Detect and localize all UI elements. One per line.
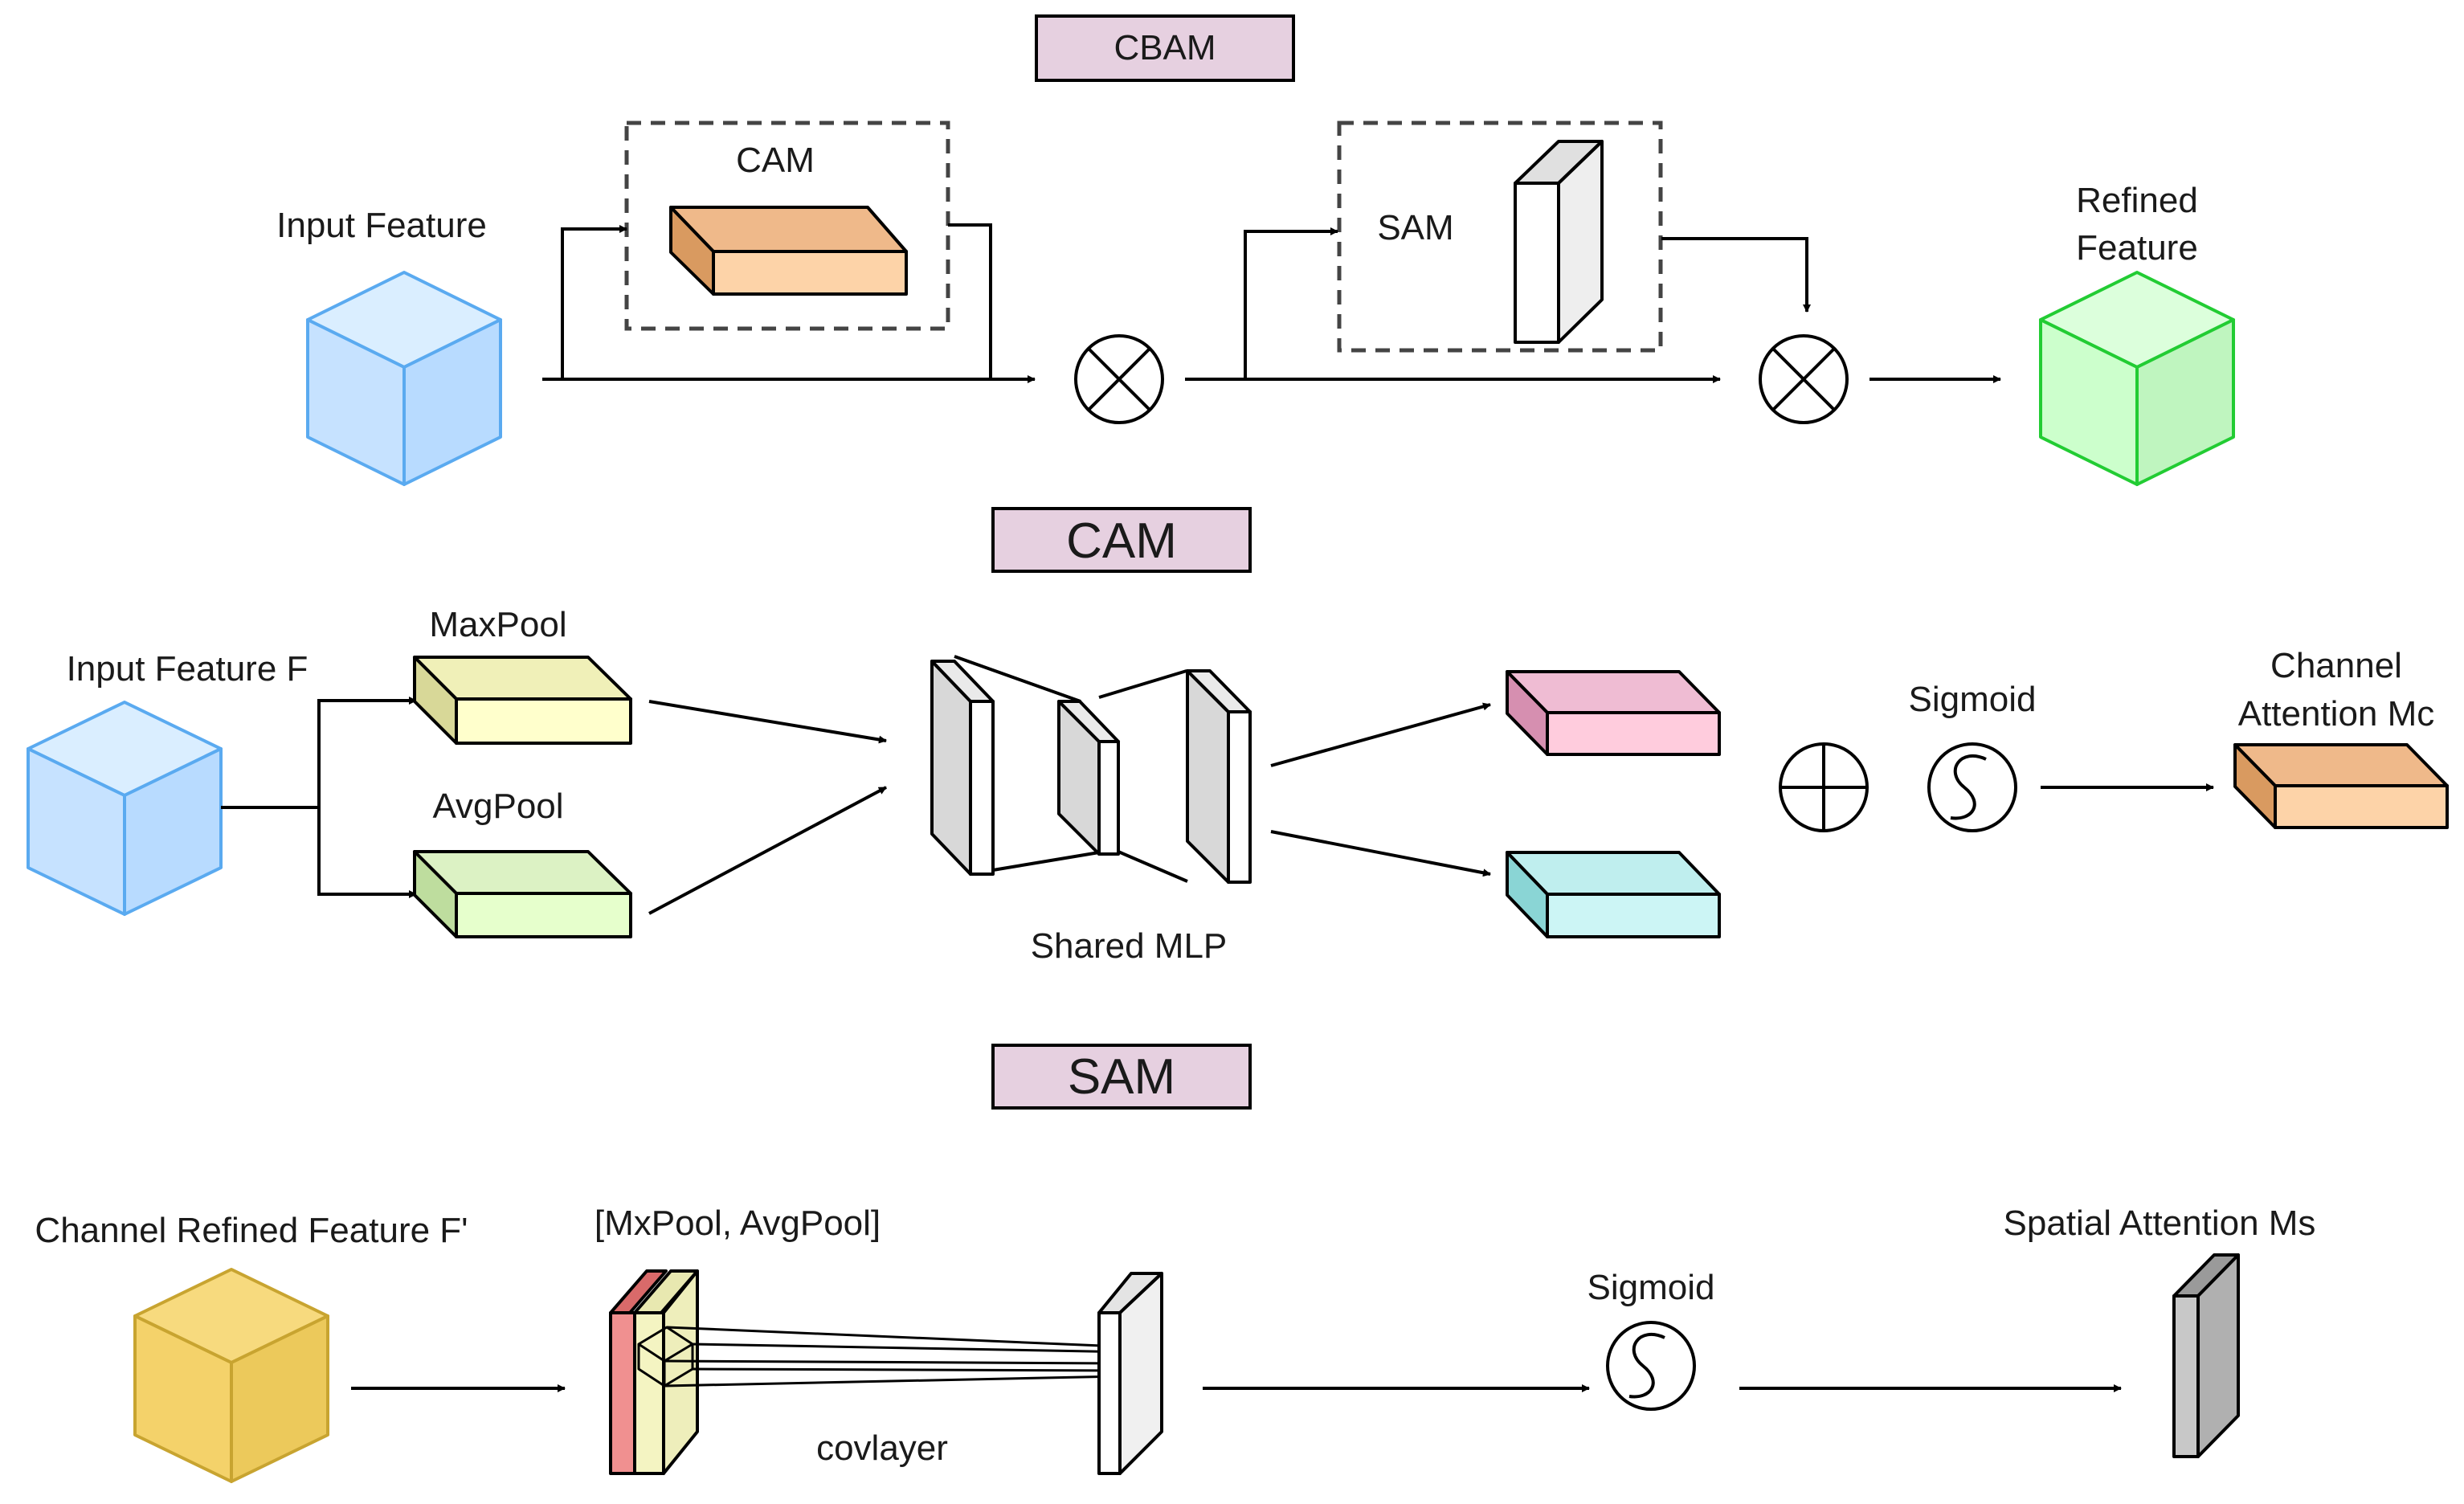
cam-maxpool-label: MaxPool xyxy=(429,605,566,644)
cam-mlp-label: Shared MLP xyxy=(1031,926,1228,966)
sam-pool-label: [MxPool, AvgPool] xyxy=(595,1204,881,1243)
sam-conv-label: covlayer xyxy=(816,1428,948,1468)
cbam-sam-box xyxy=(1337,121,1663,353)
sam-output-label: Spatial Attention Ms xyxy=(2004,1204,2316,1243)
cam-max-branch-block xyxy=(1506,670,1721,756)
sam-conv-output xyxy=(1097,1272,1163,1475)
cbam-cam-block xyxy=(669,206,908,296)
cbam-refined-label-2: Feature xyxy=(2076,228,2198,268)
sam-title: SAM xyxy=(1068,1049,1175,1105)
sam-sigmoid-label: Sigmoid xyxy=(1588,1268,1715,1307)
cam-mlp-output-arrows xyxy=(1270,702,1491,877)
cbam-sam-block xyxy=(1514,140,1604,344)
cam-input-cube xyxy=(27,701,223,916)
cam-output-label-1: Channel xyxy=(2270,646,2402,685)
cam-pool-to-mlp-arrows xyxy=(648,700,887,915)
cam-output-block xyxy=(2233,743,2449,829)
cam-sigmoid-icon xyxy=(1927,742,2017,832)
sam-input-cube xyxy=(133,1268,329,1483)
cam-avgpool-block xyxy=(413,850,632,938)
cbam-input-cube xyxy=(306,271,502,486)
cbam-multiply-icon-1 xyxy=(1074,334,1164,424)
cbam-refined-label-1: Refined xyxy=(2076,181,2198,220)
sam-input-label: Channel Refined Feature F' xyxy=(35,1211,468,1250)
cam-title: CAM xyxy=(1066,513,1177,569)
cbam-title: CBAM xyxy=(1113,28,1216,67)
cbam-sam-label: SAM xyxy=(1377,208,1453,247)
cam-title-box xyxy=(991,507,1252,573)
cam-avg-branch-block xyxy=(1506,851,1721,938)
cbam-multiply-icon-2 xyxy=(1759,334,1849,424)
cbam-connectors xyxy=(542,223,2001,383)
sam-conv-kernel xyxy=(637,1326,1138,1388)
cam-avgpool-label: AvgPool xyxy=(432,787,563,826)
cam-maxpool-block xyxy=(413,656,632,745)
cam-branch-connectors xyxy=(221,697,417,898)
cbam-input-label: Input Feature xyxy=(276,206,487,245)
cam-add-icon xyxy=(1779,742,1869,832)
cam-sigmoid-label: Sigmoid xyxy=(1909,680,2037,719)
cam-shared-mlp xyxy=(930,655,1252,884)
sam-sigmoid-icon xyxy=(1606,1321,1696,1411)
cbam-refined-cube xyxy=(2039,271,2235,486)
cbam-cam-label: CAM xyxy=(736,141,815,180)
cam-output-label-2: Attention Mc xyxy=(2238,694,2435,734)
sam-pool-maps xyxy=(609,1269,699,1475)
sam-output-plate xyxy=(2172,1253,2240,1458)
cbam-title-box xyxy=(1035,14,1295,82)
sam-section: SAM Channel Refined Feature F' [MxPool, … xyxy=(35,1044,2316,1483)
sam-title-box xyxy=(991,1044,1252,1110)
cam-input-label: Input Feature F xyxy=(67,649,309,689)
cbam-section: CBAM Input Feature CAM SAM xyxy=(276,14,2235,486)
cam-section: CAM Input Feature F MaxPool AvgPool xyxy=(27,507,2449,966)
